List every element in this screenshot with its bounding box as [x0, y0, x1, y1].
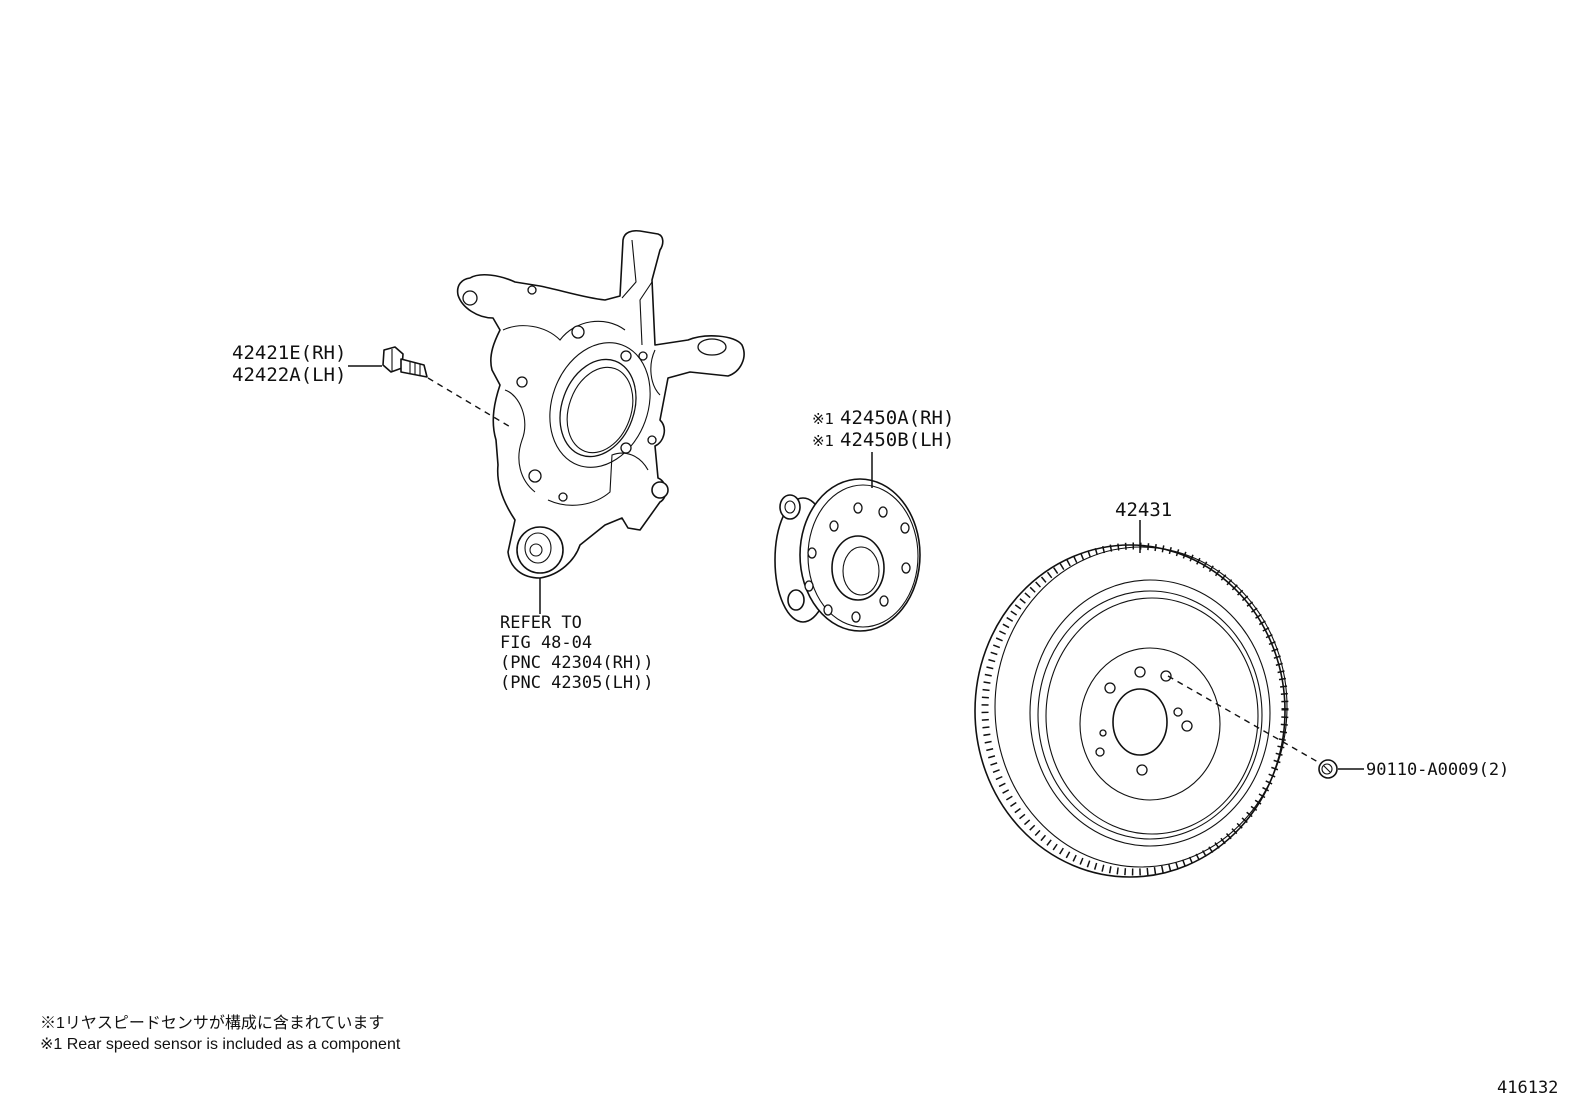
footnote-english: ※1 Rear speed sensor is included as a co…	[40, 1036, 401, 1053]
callout-hub-lh[interactable]: 42450B(LH)	[840, 429, 954, 451]
knuckle-ref-line-1: REFER TO	[500, 613, 582, 633]
hub-lh-footnote-mark: ※1	[812, 432, 834, 450]
brake-disc	[974, 542, 1289, 878]
knuckle-ref-pnc-lh: (PNC 42305(LH))	[500, 673, 654, 693]
axle-hub-bearing	[774, 478, 921, 632]
callout-knuckle-bolt-rh[interactable]: 42421E(RH)	[232, 342, 346, 364]
callout-brake-disc[interactable]: 42431	[1115, 499, 1172, 521]
figure-number: 416132	[1497, 1078, 1558, 1098]
knuckle-ref-pnc-rh: (PNC 42304(RH))	[500, 653, 654, 673]
callout-disc-set-screw[interactable]: 90110-A0009(2)	[1366, 760, 1509, 780]
disc-set-screw	[1318, 759, 1338, 779]
knuckle-bolt	[382, 346, 428, 378]
knuckle-ref-figure-link[interactable]: FIG 48-04	[500, 633, 592, 653]
steering-knuckle	[456, 229, 745, 579]
bolt-install-line	[427, 377, 513, 429]
footnote-japanese: ※1リヤスピードセンサが構成に含まれています	[40, 1014, 384, 1032]
callout-knuckle-bolt-lh[interactable]: 42422A(LH)	[232, 364, 346, 386]
disc-screw-install-line	[1167, 675, 1319, 763]
callout-hub-rh[interactable]: 42450A(RH)	[840, 407, 954, 429]
hub-rh-footnote-mark: ※1	[812, 410, 834, 428]
